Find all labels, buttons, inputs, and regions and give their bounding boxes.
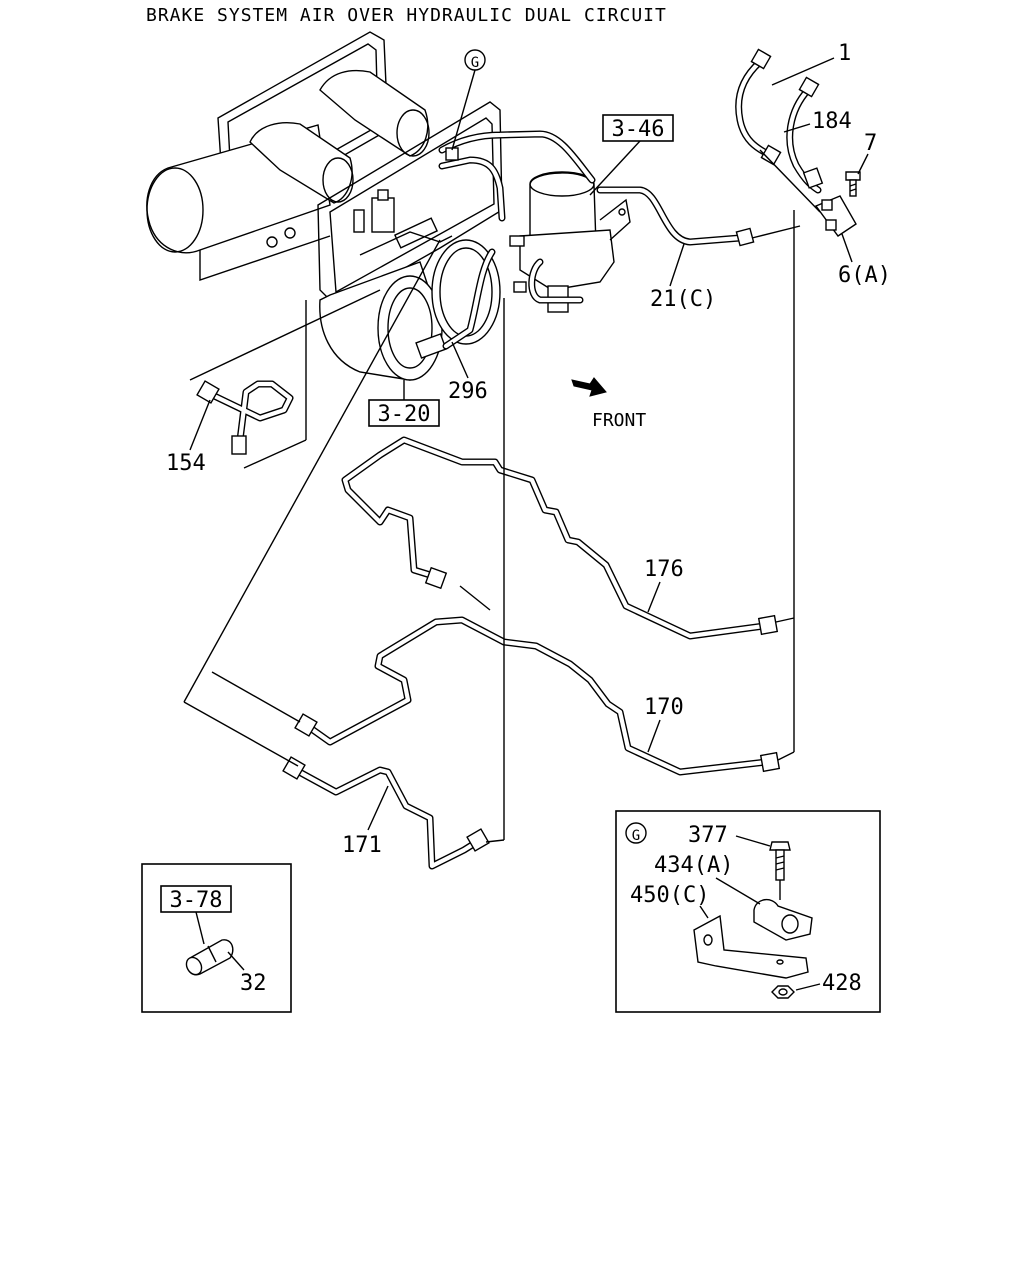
pipe-170 [294,616,781,776]
inset-detail-g: G 377 434(A) 450(C) 428 [615,810,881,1013]
svg-text:G: G [632,828,640,844]
callout-1: 1 [838,41,851,66]
svg-text:G: G [471,55,479,71]
callout-184: 184 [812,109,852,134]
callout-377: 377 [688,823,728,848]
ref-box-3-46: 3-46 [589,114,674,196]
callout-171: 171 [342,833,382,858]
callout-7: 7 [864,131,877,156]
callouts: 1 184 7 6(A) 21(C) 296 154 176 170 171 [166,41,891,858]
callout-21c: 21(C) [650,287,716,312]
callout-428: 428 [822,971,862,996]
ref-box-3-20: 3-20 [368,380,440,427]
connection-lines [183,210,795,843]
svg-text:3-46: 3-46 [612,117,665,142]
diagram-title: BRAKE SYSTEM AIR OVER HYDRAULIC DUAL CIR… [146,5,667,26]
tank-assembly-drawing [146,31,755,381]
callout-154: 154 [166,451,206,476]
inset-3-78: 3-78 32 [141,863,292,1013]
front-arrow: FRONT [571,377,646,431]
pipe-176 [341,436,779,640]
pipe-154 [196,380,294,455]
callout-170: 170 [644,695,684,720]
callout-6a: 6(A) [838,263,891,288]
callout-176: 176 [644,557,684,582]
svg-text:3-78: 3-78 [170,888,223,913]
front-label: FRONT [592,410,646,431]
callout-32: 32 [240,971,267,996]
callout-434a: 434(A) [654,853,733,878]
pipe-171 [282,756,490,870]
svg-text:3-20: 3-20 [378,402,431,427]
callout-450c: 450(C) [630,883,709,908]
detail-g-marker: G [451,49,486,151]
flex-hoses-drawing [735,48,861,239]
callout-296: 296 [448,379,488,404]
